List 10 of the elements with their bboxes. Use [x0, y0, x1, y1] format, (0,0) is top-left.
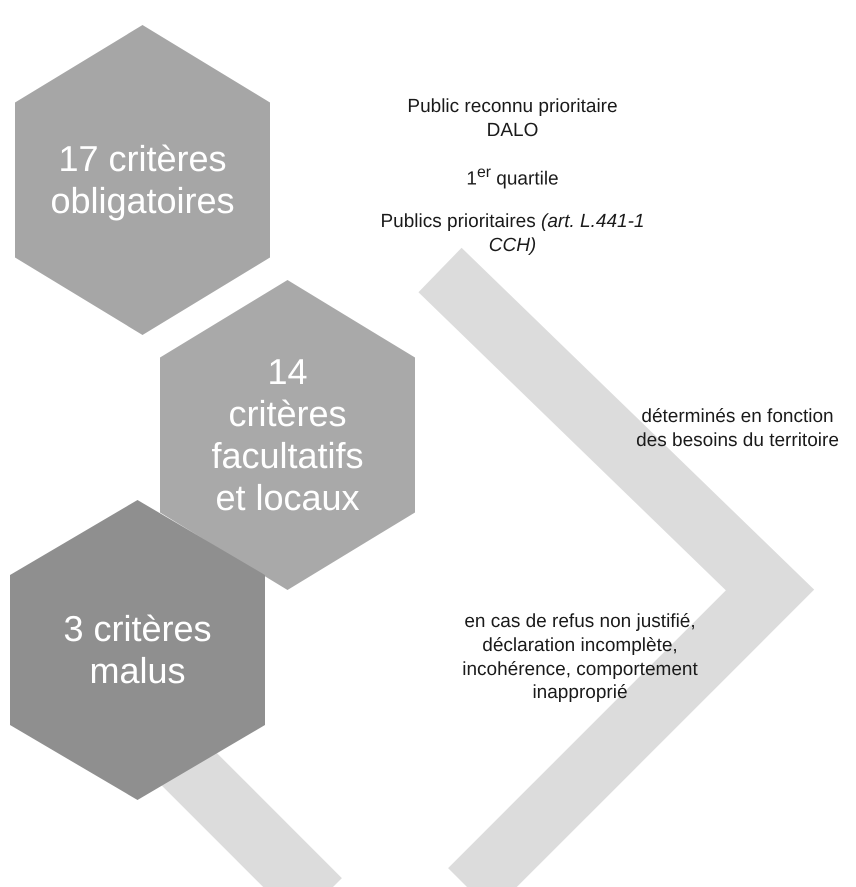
description-text: Publics prioritaires (art. L.441-1 CCH)	[380, 210, 645, 258]
description-text: en cas de refus non justifié, déclaration incomplète, incohérence, comportement inapproprié	[461, 610, 699, 705]
hexagon-shape	[160, 280, 415, 590]
hexagon-shape	[15, 25, 270, 335]
description-text: 1$^{er}$ quartile	[465, 163, 560, 192]
hexagon-label: 14 critères facultatifs et locaux	[210, 350, 365, 520]
hexagon-label: 3 critères malus	[62, 608, 213, 692]
description-text: déterminés en fonction des besoins du territoire	[635, 405, 840, 452]
description-text: Public reconnu prioritaire DALO	[406, 95, 619, 142]
hexagon-label: 17 critères obligatoires	[49, 138, 236, 222]
